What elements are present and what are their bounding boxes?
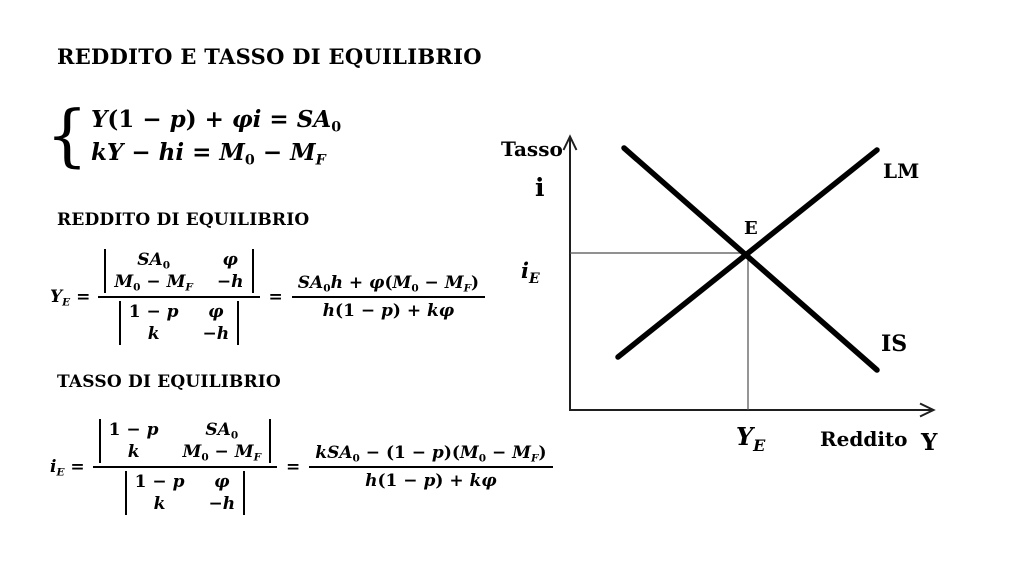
det-cell: 1 − p bbox=[128, 302, 179, 322]
det-cell: −h bbox=[216, 272, 244, 292]
rate-result-denominator: h(1 − p) + kφ bbox=[365, 471, 497, 491]
slide-title: REDDITO E TASSO DI EQUILIBRIO bbox=[57, 44, 482, 69]
equals-sign: = bbox=[286, 457, 301, 477]
is-curve-label: IS bbox=[881, 331, 907, 357]
det-cell: M0 − MF bbox=[182, 442, 262, 464]
system-equations: Y(1 − p) + φi = SA0 kY − hi = M0 − MF bbox=[91, 106, 342, 169]
is-curve bbox=[621, 145, 880, 373]
system-brace: { bbox=[46, 96, 88, 175]
rate-formula: iE = 1 − p SA0 k M0 − MF 1 − p φ k −h bbox=[50, 418, 553, 516]
det-cell: −h bbox=[208, 494, 236, 514]
x-axis-variable: Y bbox=[920, 429, 938, 456]
system-equation-2: kY − hi = M0 − MF bbox=[91, 138, 326, 169]
det-cell: φ bbox=[208, 302, 224, 322]
income-result-fraction: SA0h + φ(M0 − MF) h(1 − p) + kφ bbox=[291, 272, 486, 322]
det-cell: k bbox=[153, 494, 166, 514]
rate-numerator-determinant: 1 − p SA0 k M0 − MF bbox=[93, 418, 277, 464]
rate-denominator-determinant: 1 − p φ k −h bbox=[119, 470, 251, 516]
equilibrium-point-label: E bbox=[744, 218, 758, 239]
is-lm-diagram: Tasso i iE E LM IS YE Reddito Y bbox=[501, 134, 938, 456]
rate-result-fraction: kSA0 − (1 − p)(M0 − MF) h(1 − p) + kφ bbox=[309, 442, 553, 492]
y-axis-variable: i bbox=[535, 173, 545, 202]
det-cell: SA0 bbox=[205, 420, 239, 442]
fraction-bar bbox=[98, 296, 260, 298]
det-cell: −h bbox=[202, 324, 230, 344]
rate-determinant-fraction: 1 − p SA0 k M0 − MF 1 − p φ k −h bbox=[92, 418, 278, 516]
income-formula: YE = SA0 φ M0 − MF −h 1 − p φ k −h bbox=[50, 248, 486, 346]
income-result-numerator: SA0h + φ(M0 − MF) bbox=[297, 273, 480, 295]
fraction-bar bbox=[309, 466, 553, 468]
income-denominator-determinant: 1 − p φ k −h bbox=[113, 300, 245, 346]
system-equation-1: Y(1 − p) + φi = SA0 bbox=[91, 106, 342, 136]
det-cell: M0 − MF bbox=[114, 272, 193, 294]
fraction-bar bbox=[92, 466, 278, 468]
det-cell: φ bbox=[222, 250, 238, 270]
det-cell: SA0 bbox=[137, 250, 171, 272]
income-numerator-determinant: SA0 φ M0 − MF −h bbox=[98, 248, 259, 294]
y-axis-arrowhead bbox=[562, 134, 578, 151]
x-axis-arrowhead bbox=[919, 402, 936, 418]
x-axis-title: Reddito bbox=[820, 427, 908, 451]
rate-result-numerator: kSA0 − (1 − p)(M0 − MF) bbox=[315, 443, 547, 465]
equation-system: { Y(1 − p) + φi = SA0 kY − hi = M0 − MF bbox=[46, 96, 342, 175]
det-cell: k bbox=[127, 442, 140, 462]
y-axis-title: Tasso bbox=[501, 137, 563, 161]
det-cell: 1 − p bbox=[134, 472, 185, 492]
equilibrium-income-label: YE bbox=[736, 422, 766, 455]
det-cell: 1 − p bbox=[108, 420, 159, 440]
fraction-bar bbox=[291, 296, 486, 298]
income-result-denominator: h(1 − p) + kφ bbox=[322, 301, 455, 321]
det-cell: k bbox=[147, 324, 160, 344]
income-formula-lhs: YE = bbox=[50, 287, 91, 309]
rate-formula-lhs: iE = bbox=[50, 457, 85, 479]
income-determinant-fraction: SA0 φ M0 − MF −h 1 − p φ k −h bbox=[98, 248, 260, 346]
lm-curve-label: LM bbox=[883, 159, 919, 183]
equals-sign: = bbox=[268, 287, 283, 307]
det-cell: φ bbox=[214, 472, 230, 492]
rate-section-heading: TASSO DI EQUILIBRIO bbox=[57, 372, 281, 392]
income-section-heading: REDDITO DI EQUILIBRIO bbox=[57, 210, 310, 230]
equilibrium-rate-label: iE bbox=[521, 258, 540, 287]
